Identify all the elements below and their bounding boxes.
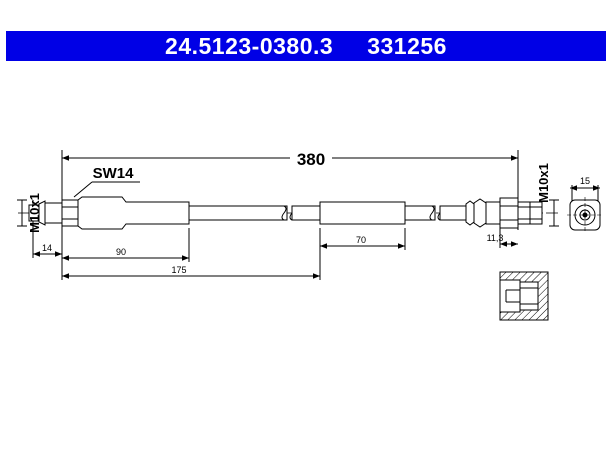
reference-number: 331256	[367, 32, 447, 59]
section-fitting	[519, 281, 539, 311]
hose-segment-left	[188, 205, 288, 221]
label-left-thread: M10x1	[27, 193, 42, 233]
label-wrench-size: SW14	[93, 165, 135, 182]
hose-segment-right-a	[404, 205, 436, 221]
label-overall-length: 380	[297, 150, 325, 169]
end-view	[567, 185, 603, 233]
hose-segment-right-b	[439, 205, 467, 221]
hose-segment-middle	[291, 205, 321, 221]
label-right-thread: M10x1	[536, 163, 551, 203]
rib-1	[465, 200, 475, 226]
label-end-offset: 14	[42, 243, 52, 253]
section-detail	[499, 271, 549, 321]
label-right-fitting: 11,3	[487, 233, 504, 243]
hose-assembly	[28, 196, 543, 230]
left-hex-nut	[61, 199, 79, 227]
rib-2	[473, 198, 487, 228]
label-middle-sleeve: 70	[356, 235, 366, 245]
right-fitting-body	[485, 201, 501, 225]
part-number: 24.5123-0380.3	[165, 32, 334, 59]
label-fitting-length: 90	[116, 247, 126, 257]
label-end-diameter: 15	[580, 176, 590, 186]
header-bar: 24.5123-0380.3 331256	[6, 31, 606, 61]
label-sleeve-position: 175	[171, 265, 186, 275]
left-crimp-sleeve	[77, 196, 190, 230]
right-hex	[499, 197, 519, 229]
middle-sleeve	[319, 201, 406, 225]
leader-sw14	[73, 181, 93, 198]
